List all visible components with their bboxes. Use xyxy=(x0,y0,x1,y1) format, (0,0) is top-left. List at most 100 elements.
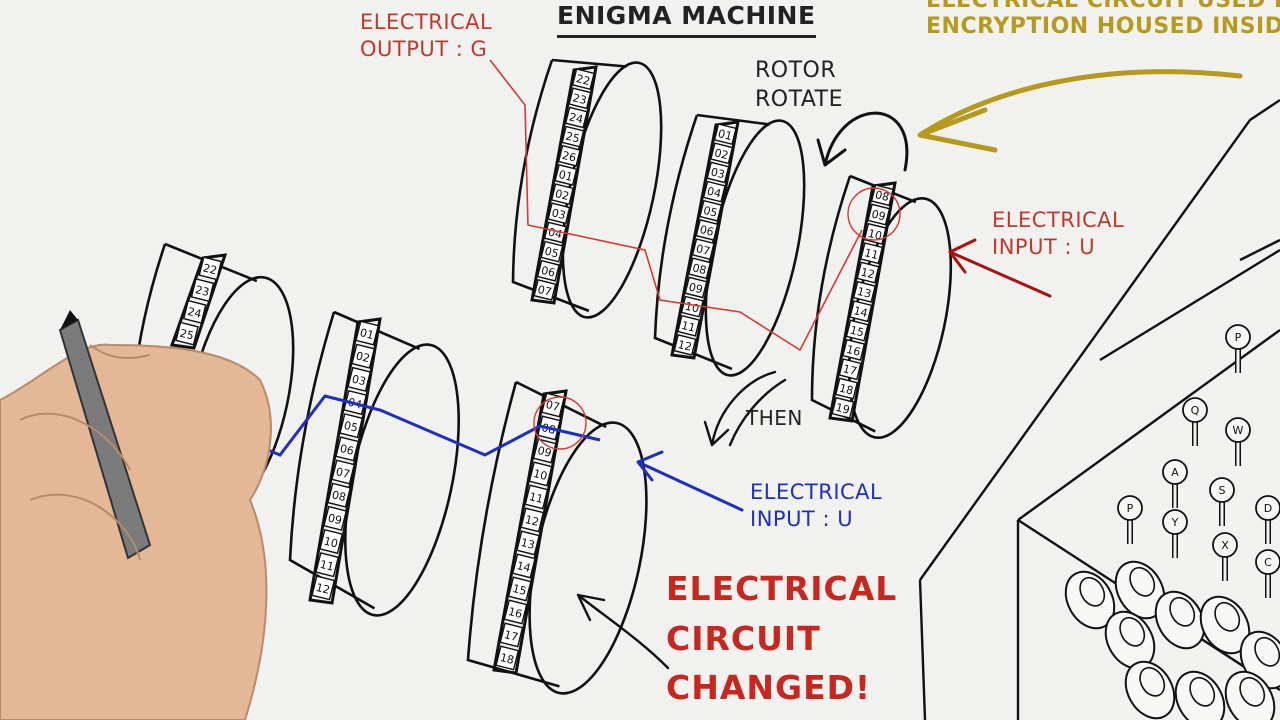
rotor-bottom-middle-cell xyxy=(327,482,352,508)
lamp-plug-inner xyxy=(1139,666,1166,697)
rotor-top-middle-cell xyxy=(713,123,737,146)
rotor-bottom-middle-cell xyxy=(355,320,380,346)
rotor-top-left-cell xyxy=(540,240,564,263)
lamp-plug-inner xyxy=(1129,566,1156,597)
rotor-top-left-number: 06 xyxy=(540,264,557,280)
rotor-bottom-right-cell xyxy=(499,622,524,648)
rotor-bottom-left-cell xyxy=(182,299,207,324)
rotor-top-left-number: 22 xyxy=(575,72,592,88)
rotor-top-middle-cell xyxy=(673,334,697,356)
rotor-bottom-right-strip xyxy=(492,389,568,675)
rotor-top-middle-number: 11 xyxy=(680,319,697,335)
finger-lines xyxy=(19,344,151,561)
rotor-top-left-cell xyxy=(550,183,574,206)
rotor-top-middle-cell xyxy=(706,161,730,184)
blue-circuit-wire xyxy=(239,394,601,457)
rotor-top-right-cell xyxy=(849,300,873,323)
rotor-top-left-number: 01 xyxy=(557,168,574,184)
rotor-bottom-right-number: 16 xyxy=(507,605,524,621)
rotor-bottom-right-number: 13 xyxy=(519,536,536,552)
rotor-top-left-number: 02 xyxy=(554,187,571,203)
rotor-top-left-number: 23 xyxy=(571,91,588,107)
rotor-top-middle-number: 04 xyxy=(706,185,723,201)
rotor-top-right-number: 11 xyxy=(863,246,880,262)
key-cap xyxy=(1162,459,1188,485)
rotor-top-middle-number: 02 xyxy=(713,146,730,162)
rotor-bottom-middle-number: 09 xyxy=(327,511,344,527)
then-arrow xyxy=(703,370,787,447)
rotor-top-middle-cell xyxy=(680,295,704,318)
rotor-top-left-cell xyxy=(564,106,588,129)
rotor-bottom-left-number: 25 xyxy=(178,327,195,343)
rotor-top-right-number: 09 xyxy=(870,207,887,223)
rotor-bottom-left-cell xyxy=(190,278,215,303)
encryption-note: ELECTRICAL CIRCUIT USED FOR ENCRYPTION H… xyxy=(926,0,1280,39)
rotor-top-right-number: 10 xyxy=(867,227,884,243)
rotor-bottom-middle-number: 05 xyxy=(343,419,360,435)
rotor-bottom-right-number: 10 xyxy=(532,467,549,483)
lamp-plug-inner xyxy=(1214,601,1241,632)
rotor-top-middle-number: 01 xyxy=(717,127,734,143)
rotor-bottom-middle-number: 07 xyxy=(335,465,352,481)
rotor-top-middle-cell xyxy=(695,219,719,241)
key-cap xyxy=(1209,477,1235,503)
rotor-top-right-number: 18 xyxy=(838,381,855,397)
rotor-top-right-strip xyxy=(828,181,897,423)
rotor-top-middle-cell xyxy=(677,314,701,337)
rotor-top-middle-cell xyxy=(710,142,734,165)
rotor-bottom-right-number: 12 xyxy=(524,513,541,529)
rotor-top-right-cell xyxy=(831,396,855,419)
lamp-plug-inner xyxy=(1254,636,1280,667)
rotor-bottom-middle-cell xyxy=(315,552,340,578)
rotor-bottom-middle-cell xyxy=(323,505,348,531)
rotor-bottom-left-strip xyxy=(169,253,228,350)
rotor-bottom-right-cell xyxy=(516,530,541,556)
rotor-top-right-number: 08 xyxy=(874,188,891,204)
rotor-rotate-label: ROTOR ROTATE xyxy=(755,58,844,112)
rotor-top-right-cell xyxy=(834,377,859,400)
rotor-top-left-number: 26 xyxy=(561,149,578,165)
lamp-plug-inner xyxy=(1189,676,1216,707)
rotor-top-left-number: 07 xyxy=(536,283,553,299)
rotor-top-left-strip xyxy=(530,65,598,305)
key-letter: X xyxy=(1221,539,1229,552)
key-cap xyxy=(1255,495,1280,521)
page-title: ENIGMA MACHINE xyxy=(557,1,816,38)
rotor-bottom-right-number: 15 xyxy=(511,582,528,598)
electrical-input-top-label: ELECTRICAL INPUT : U xyxy=(992,208,1125,260)
hand-holding-marker xyxy=(0,310,272,720)
rotor-top-left-number: 24 xyxy=(568,110,585,126)
rotor-bottom-right-cell xyxy=(520,507,545,533)
rotor-top-middle-strip xyxy=(670,120,740,360)
rotor-top-right-number: 15 xyxy=(849,323,866,339)
rotor-bottom-right-number: 17 xyxy=(503,628,520,644)
key-cap xyxy=(1182,397,1208,423)
rotor-bottom-middle-number: 11 xyxy=(319,558,336,574)
rotor-top-left-cell xyxy=(543,221,567,244)
rotor-bottom-middle-cell xyxy=(339,413,364,439)
rotor-bottom-left-number: 23 xyxy=(194,283,211,299)
rotor-bottom-middle-number: 08 xyxy=(331,488,348,504)
key-cap xyxy=(1117,495,1143,521)
key-letter: A xyxy=(1171,466,1179,479)
yellow-arrow xyxy=(917,69,1243,153)
red-circuit-wire xyxy=(489,59,863,352)
rotor-bottom-left-cell xyxy=(198,256,223,281)
rotor-top-right-number: 17 xyxy=(841,362,858,378)
rotor-top-middle-number: 06 xyxy=(698,223,715,239)
rotor-bottom-right-cell xyxy=(507,576,532,602)
rotor-bottom-right-number: 11 xyxy=(528,490,545,506)
rotor-bottom-right-number: 18 xyxy=(499,651,516,667)
rotor-top-right-cell xyxy=(838,358,862,381)
key-cap xyxy=(1212,532,1238,558)
rotor-top-middle-number: 08 xyxy=(691,261,708,277)
rotor-top-middle-number: 07 xyxy=(695,242,712,258)
rotor-top-middle-body xyxy=(653,113,770,371)
rotor-top-right-cell xyxy=(845,319,869,342)
key-letter: Q xyxy=(1191,404,1200,417)
highlight-circle-bottom xyxy=(533,396,587,450)
rotor-top-left-cell xyxy=(547,202,571,225)
